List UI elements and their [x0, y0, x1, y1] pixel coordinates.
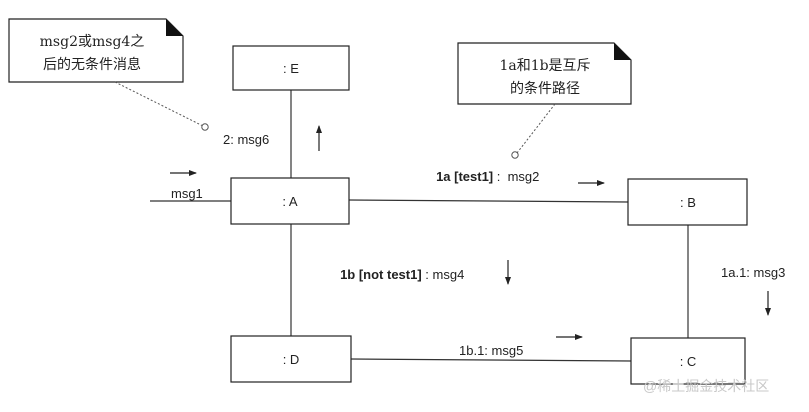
note-left: msg2或msg4之 后的无条件消息 [8, 18, 184, 83]
msg3-label: 1a.1: msg3 [721, 265, 785, 280]
object-d[interactable]: : D [230, 335, 352, 383]
msg1-label: msg1 [171, 186, 203, 201]
msg4-rest: : msg4 [422, 267, 465, 282]
object-d-label: : D [283, 352, 300, 367]
note-right-line1: 1a和1b是互斥 [499, 58, 590, 74]
note-right-connector [516, 103, 556, 154]
object-e[interactable]: : E [232, 45, 350, 91]
link-a-b [348, 199, 629, 203]
msg2-rest: : msg2 [493, 169, 539, 184]
note-left-anchor [201, 123, 209, 131]
object-e-label: : E [283, 61, 299, 76]
note-right-fold [614, 43, 631, 60]
link-d-c [350, 358, 632, 362]
watermark: @稀土掘金技术社区 [643, 378, 769, 394]
msg2-label: 1a [test1] : msg2 [418, 169, 550, 184]
object-c[interactable]: : C [630, 337, 746, 385]
msg5-label: 1b.1: msg5 [459, 343, 523, 358]
msg4-label: 1b [not test1] : msg4 [322, 267, 475, 282]
note-left-line2: 后的无条件消息 [43, 56, 141, 73]
msg6-label: 2: msg6 [223, 132, 269, 147]
msg2-seq: 1a [test1] [436, 169, 493, 184]
note-left-connector [114, 81, 204, 127]
note-left-fold [166, 19, 183, 36]
object-a[interactable]: : A [230, 177, 350, 225]
note-left-line1: msg2或msg4之 [40, 34, 145, 50]
note-right-line2: 的条件路径 [510, 80, 580, 97]
message-arrows [170, 125, 771, 340]
object-a-label: : A [282, 194, 298, 209]
object-b-label: : B [680, 195, 696, 210]
msg4-seq: 1b [not test1] [340, 267, 422, 282]
note-right: 1a和1b是互斥 的条件路径 [457, 42, 632, 105]
note-anchors [114, 81, 556, 159]
object-b[interactable]: : B [627, 178, 748, 226]
note-right-anchor [511, 151, 519, 159]
links [150, 90, 689, 362]
object-c-label: : C [680, 354, 697, 369]
